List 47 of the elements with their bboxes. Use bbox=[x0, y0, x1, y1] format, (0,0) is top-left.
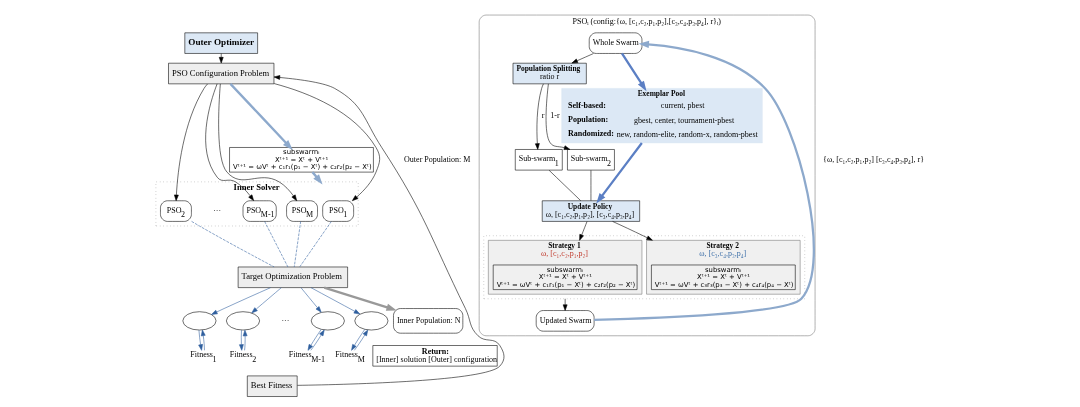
arrow bbox=[300, 287, 321, 313]
node-box: Updated Swarm bbox=[535, 310, 594, 332]
arrow bbox=[229, 83, 293, 150]
label: {ω, [c₁,c₂,p₁,p₂] [c₃,c₄,p₃,p₄], r} bbox=[822, 154, 924, 164]
arrow bbox=[273, 83, 380, 201]
arrow bbox=[307, 329, 321, 351]
connector bbox=[298, 221, 332, 268]
arrow bbox=[310, 287, 360, 315]
label: ··· bbox=[212, 206, 221, 216]
edge-label: 1-r bbox=[549, 110, 560, 120]
arrow bbox=[578, 221, 587, 241]
arrow bbox=[218, 53, 223, 64]
node-box: Inner Population: N bbox=[392, 308, 463, 334]
arrow bbox=[595, 142, 643, 204]
arrow bbox=[534, 83, 544, 150]
node-box: Target Optimization Problem bbox=[237, 266, 348, 288]
connector bbox=[190, 221, 274, 268]
arrow bbox=[273, 75, 504, 386]
arrow bbox=[571, 53, 594, 64]
arrow bbox=[210, 287, 271, 315]
arrow bbox=[620, 52, 647, 92]
node-ellipse bbox=[225, 311, 260, 331]
arrow bbox=[217, 83, 297, 202]
arrow bbox=[197, 329, 203, 351]
node-box: Whole Swarm bbox=[588, 32, 642, 54]
arrow bbox=[562, 298, 567, 311]
node-ellipse bbox=[310, 311, 345, 331]
connector bbox=[263, 221, 288, 268]
edge-label: r bbox=[541, 110, 544, 120]
arrow bbox=[250, 287, 282, 314]
arrow bbox=[204, 83, 254, 201]
node-box: Outer Optimizer bbox=[184, 32, 258, 54]
node-box: PSO Configuration Problem bbox=[167, 62, 274, 85]
arrow bbox=[238, 329, 244, 351]
node-box: Return: [Inner] solution [Outer] configuration bbox=[372, 345, 497, 367]
arrow bbox=[611, 221, 653, 241]
label: Outer Population: M bbox=[403, 154, 470, 164]
connector bbox=[293, 221, 301, 268]
arrow bbox=[173, 83, 208, 201]
arrow bbox=[310, 329, 325, 351]
arrow bbox=[242, 329, 247, 351]
arrow bbox=[593, 40, 815, 321]
arrow bbox=[200, 329, 205, 351]
arrow bbox=[545, 83, 570, 150]
node-box: Best Fitness bbox=[246, 375, 297, 397]
label: ··· bbox=[280, 315, 289, 325]
arrow bbox=[323, 286, 397, 311]
